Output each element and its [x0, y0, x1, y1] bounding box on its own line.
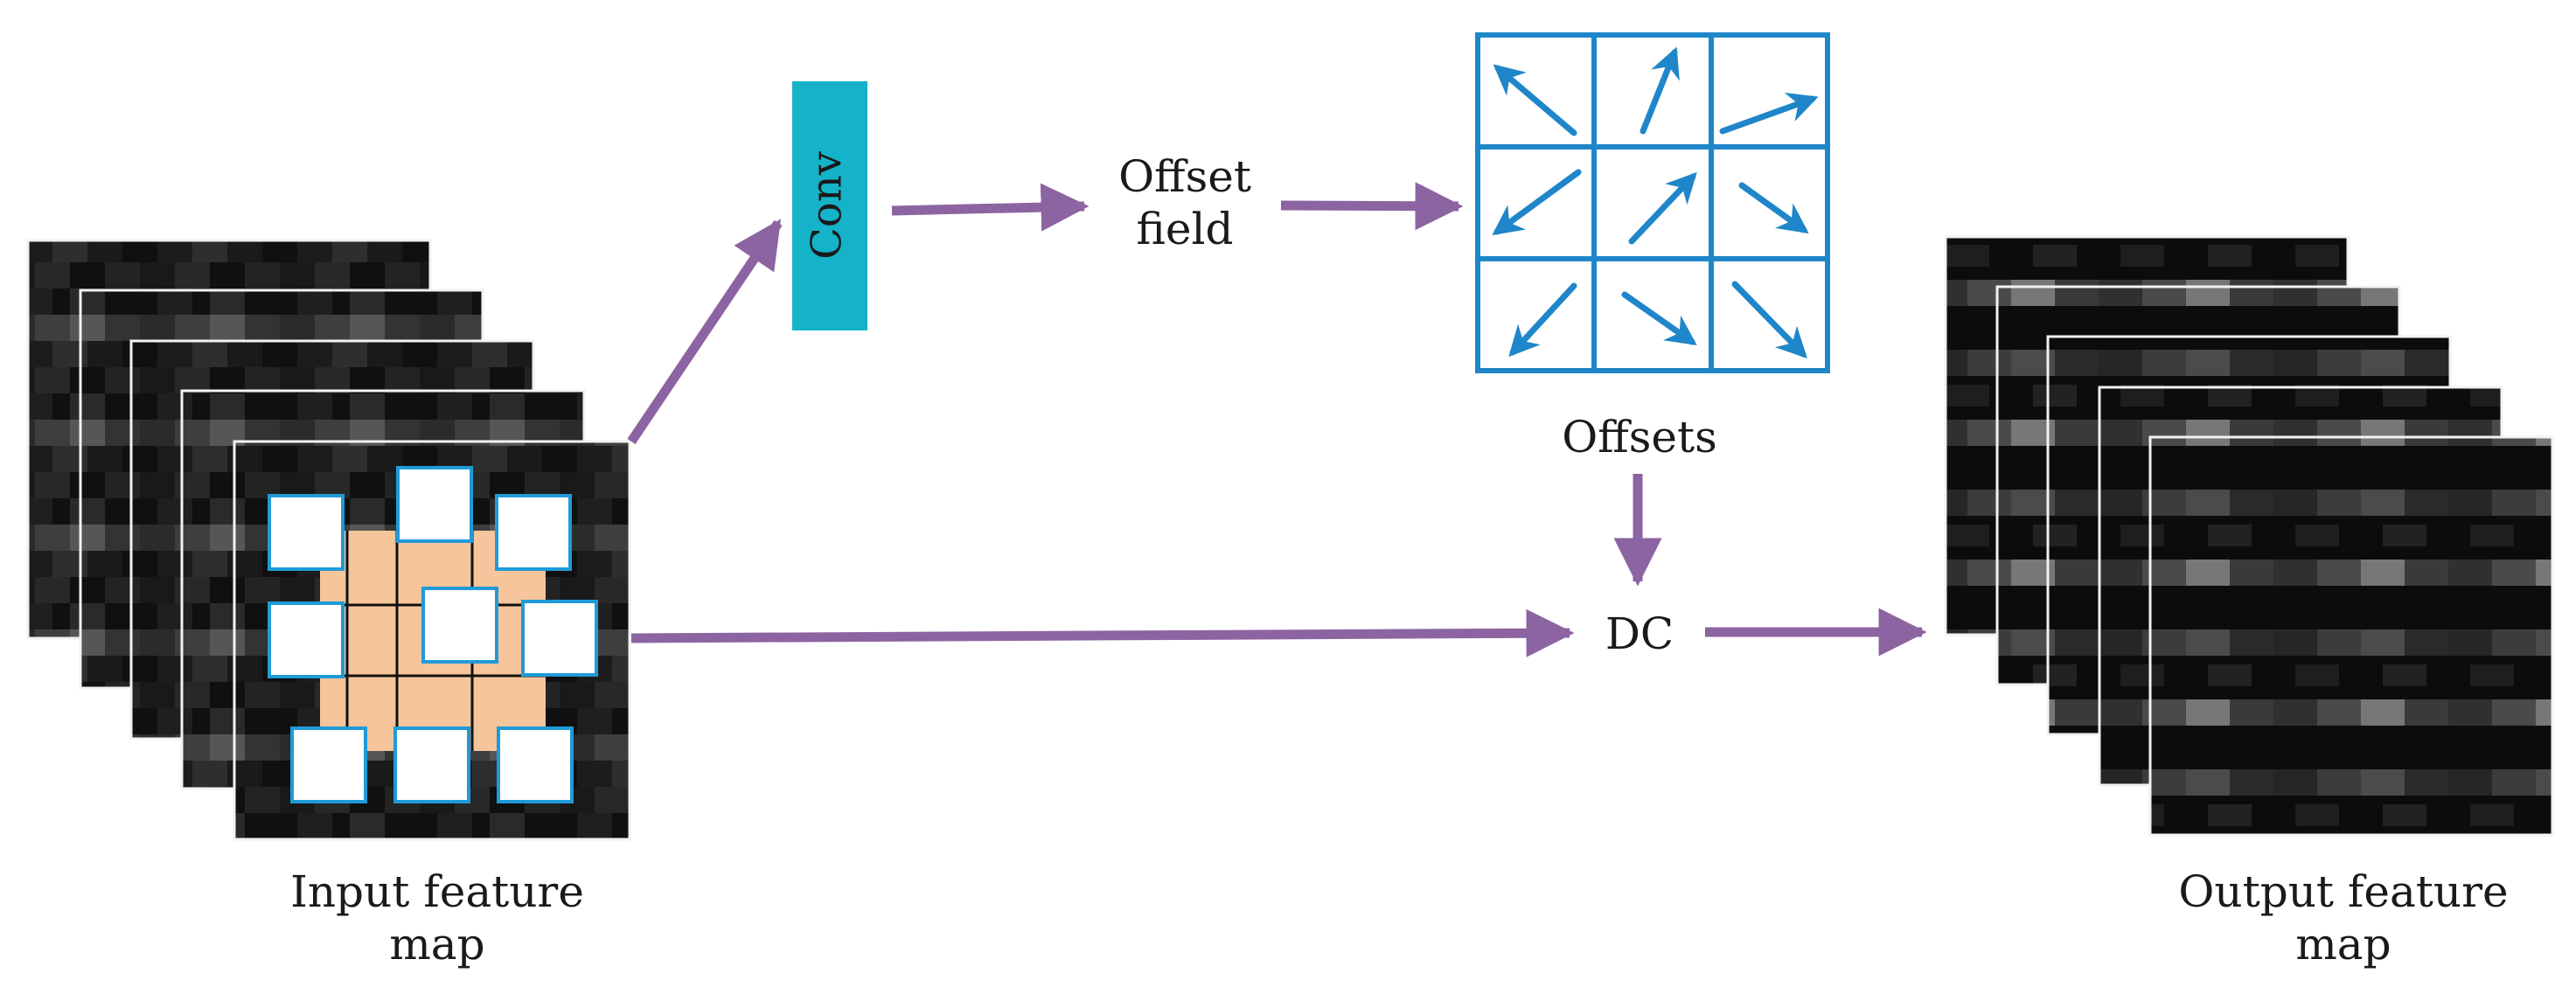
output-feature-map-label: Output feature map — [2178, 866, 2509, 970]
arrow-offset-field-to-offsets — [1280, 182, 1464, 231]
offset-field-label: Offset field — [1118, 151, 1251, 254]
sample-box — [521, 600, 598, 677]
flow-arrows — [627, 182, 1927, 657]
sample-box — [268, 601, 345, 678]
arrow-up-left-icon — [1493, 64, 1577, 136]
arrow-down-left-icon — [1508, 282, 1577, 358]
arrow-up-icon — [1640, 46, 1680, 135]
offsets-grid-frame — [1475, 32, 1830, 373]
output-feature-map-stack — [1944, 235, 2554, 837]
arrow-input-to-dc — [630, 608, 1575, 657]
offsets-grid — [1475, 32, 1830, 373]
sample-box — [393, 726, 470, 803]
sample-box — [268, 494, 345, 571]
offsets-label: Offsets — [1562, 412, 1717, 462]
sample-box — [396, 466, 473, 543]
arrow-conv-to-offset-field — [891, 183, 1090, 232]
arrow-input-to-conv — [627, 219, 783, 445]
arrow-down-right-icon — [1731, 281, 1807, 359]
dc-label: DC — [1605, 608, 1674, 659]
input-feature-map-stack — [26, 239, 631, 841]
arrow-up-right-icon — [1628, 171, 1697, 245]
arrow-down-right-icon — [1621, 291, 1697, 346]
conv-label: Conv — [803, 151, 852, 260]
sample-box — [497, 726, 574, 803]
sample-box — [421, 587, 498, 664]
sample-box — [290, 726, 367, 803]
output-layer-front — [2148, 435, 2554, 837]
input-feature-map-label: Input feature map — [290, 866, 584, 970]
arrow-down-right-icon — [1738, 182, 1809, 234]
sample-box — [495, 494, 572, 571]
offsets-grid-lines — [1478, 35, 1828, 371]
arrow-up-right-icon — [1719, 92, 1819, 135]
sampling-locations — [268, 466, 598, 803]
arrow-down-left-icon — [1492, 169, 1582, 236]
conv-box — [792, 81, 867, 330]
